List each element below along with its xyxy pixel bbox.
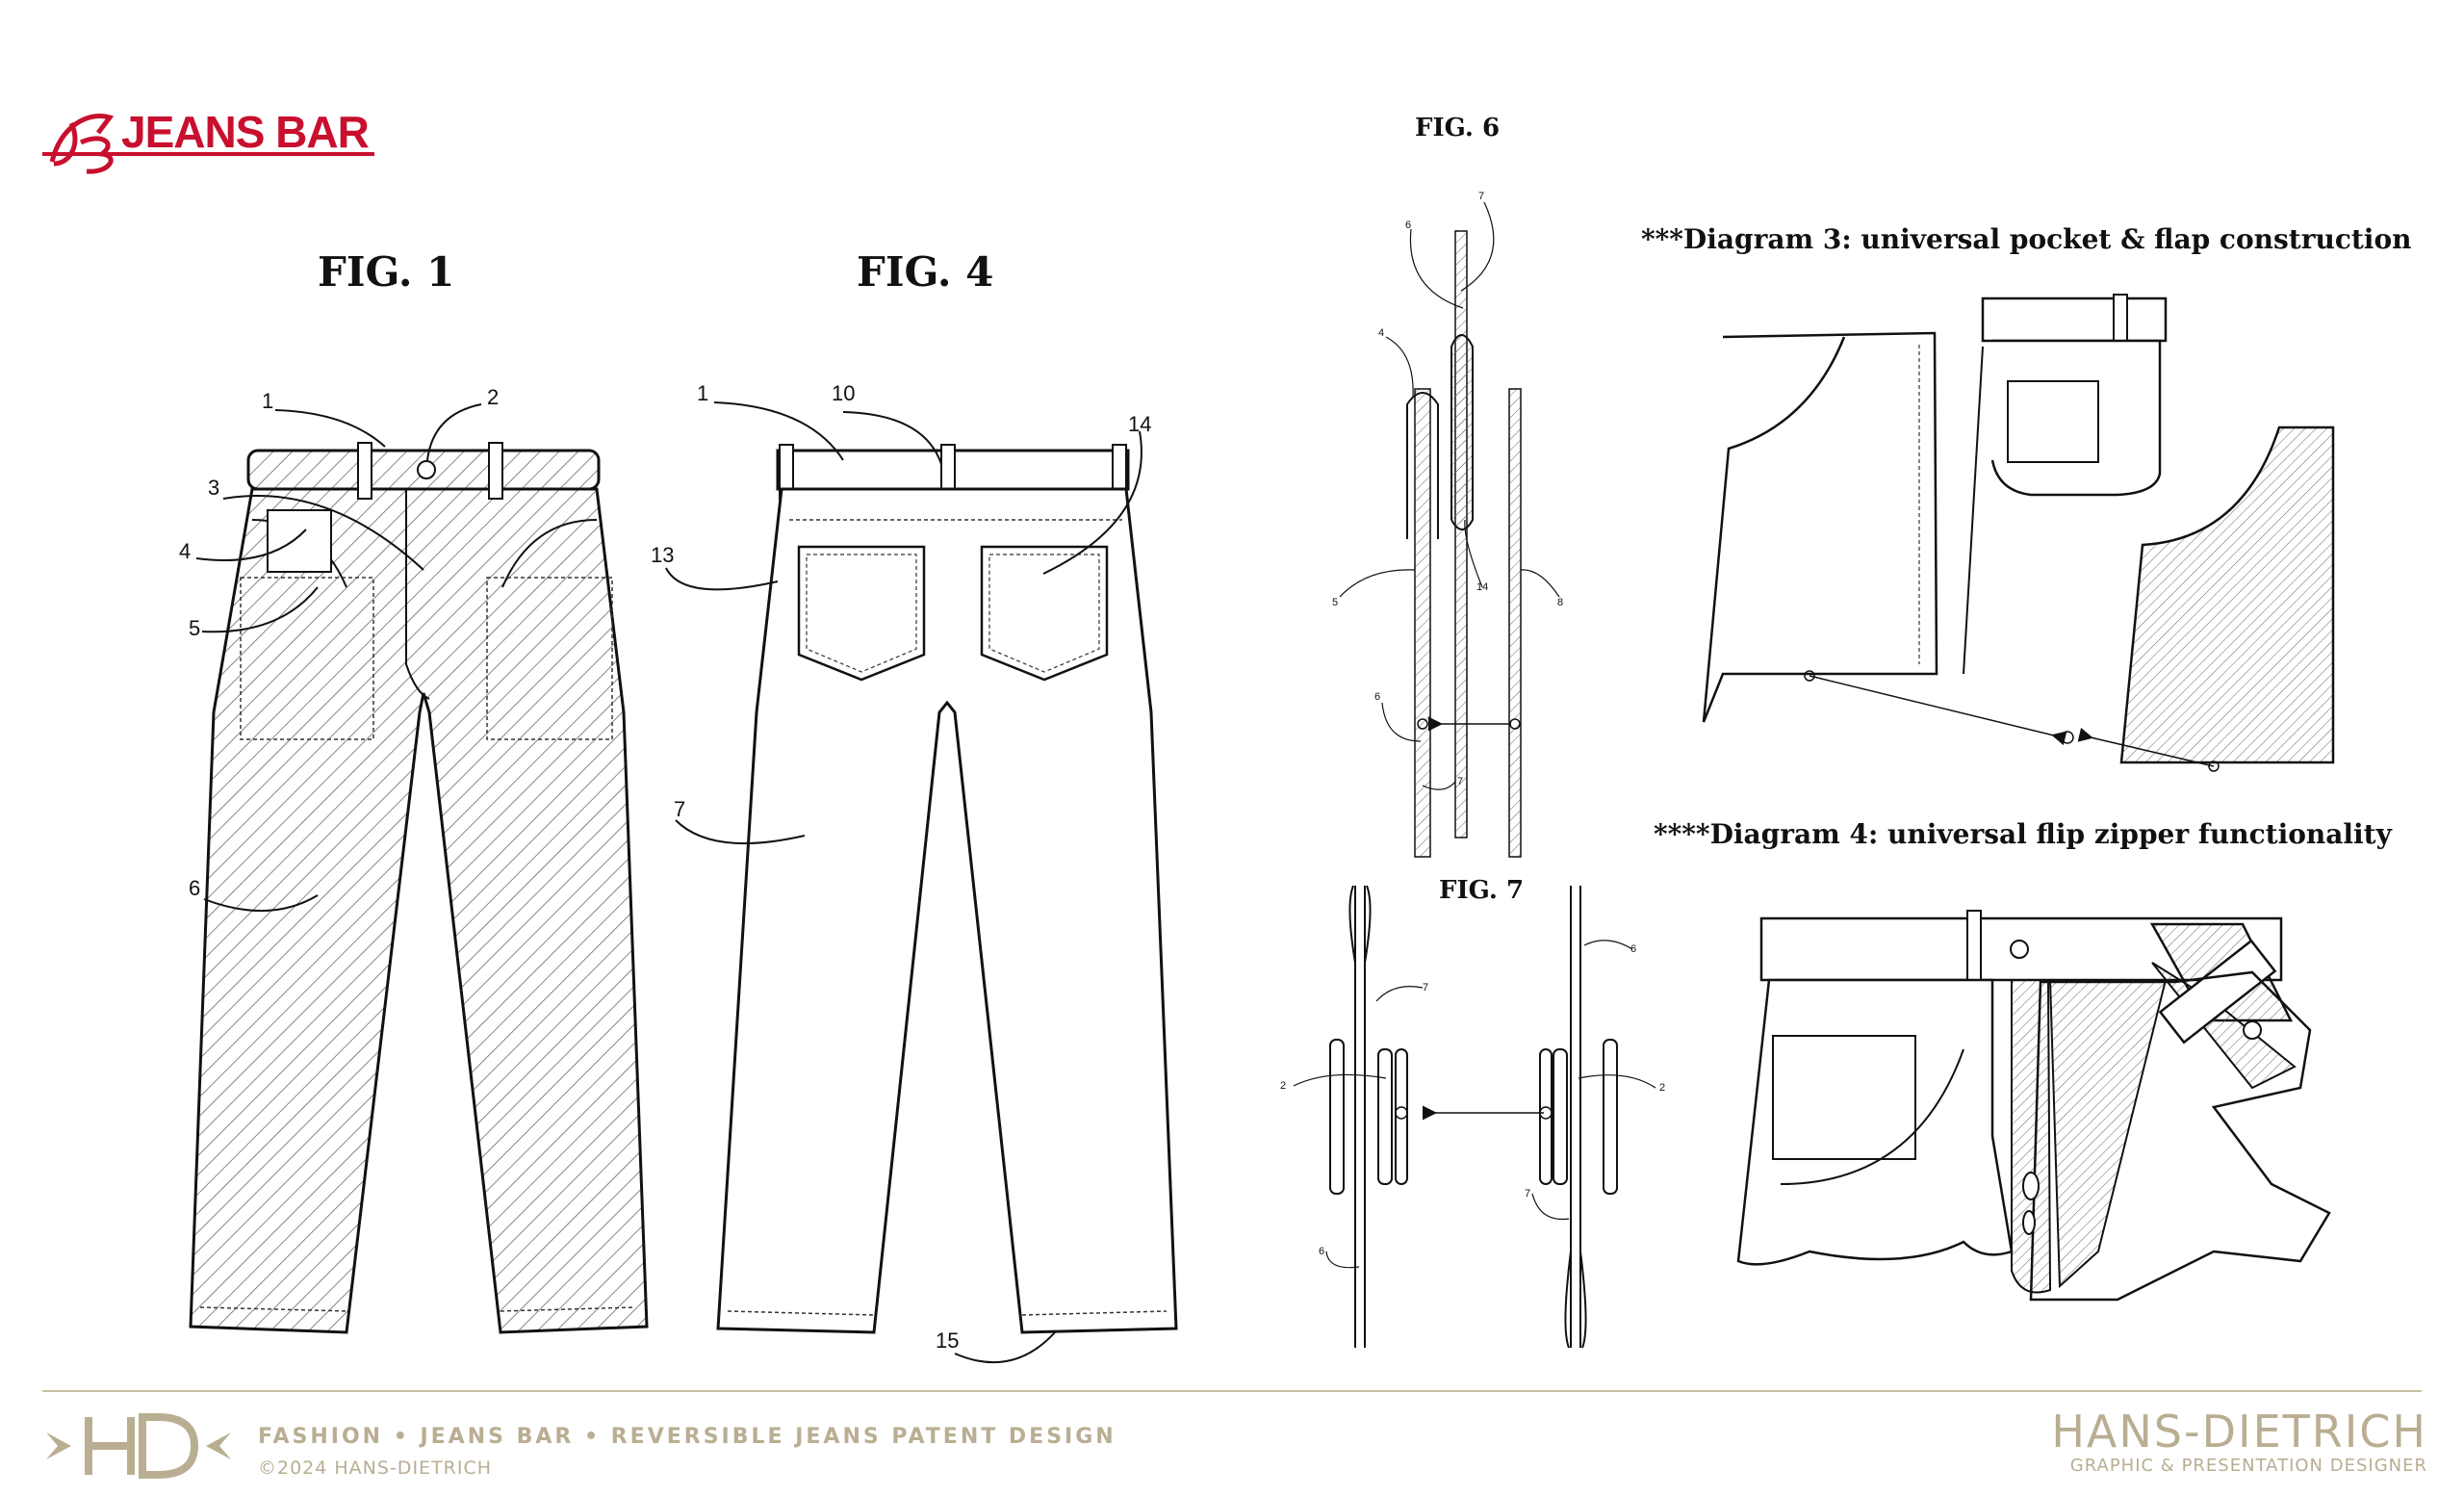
fig4-callout-1: 1 (697, 381, 709, 405)
fig1-title: FIG. 1 (318, 248, 455, 296)
footer-tagline: FASHION • JEANS BAR • REVERSIBLE JEANS P… (258, 1425, 1116, 1449)
designer-name: HANS-DIETRICH (2051, 1406, 2427, 1457)
fig4-callout-10: 10 (832, 381, 856, 405)
fig6-callout-14: 14 (1476, 581, 1489, 593)
fig7-title: FIG. 7 (1439, 876, 1525, 905)
fig6-callout-8: 8 (1557, 597, 1564, 608)
fig4-callout-14: 14 (1128, 412, 1152, 436)
fig6-callout-4: 4 (1378, 327, 1385, 339)
footer-divider (42, 1390, 2422, 1392)
designer-title: GRAPHIC & PRESENTATION DESIGNER (2069, 1456, 2427, 1476)
fig6-callout-5: 5 (1332, 597, 1339, 608)
fig7-callout-2b: 2 (1659, 1082, 1666, 1094)
fig1-callout-3: 3 (208, 476, 220, 500)
hd-logo-icon (46, 1413, 231, 1479)
fig7-callout-6b: 6 (1319, 1246, 1325, 1257)
fig4-title: FIG. 4 (857, 248, 994, 296)
fig1-callout-1: 1 (262, 389, 274, 413)
fig6-callout-6b: 6 (1374, 691, 1381, 703)
fig7-zipper-section (1293, 885, 1656, 1349)
fig1-callout-4: 4 (179, 539, 192, 563)
fig6-callout-7a: 7 (1478, 191, 1485, 202)
fig6-callout-7b: 7 (1457, 776, 1464, 787)
fig6-title: FIG. 6 (1415, 114, 1501, 142)
fig6-callout-6a: 6 (1405, 219, 1412, 231)
fig4-jeans-back (665, 401, 1178, 1364)
fig1-callout-6: 6 (189, 876, 201, 900)
fig7-callout-2a: 2 (1280, 1080, 1287, 1092)
fig7-callout-7b: 7 (1525, 1188, 1531, 1199)
jeans-bar-logo: JEANS BAR (42, 104, 389, 181)
brand-underline (42, 152, 374, 156)
fig1-callout-5: 5 (189, 616, 201, 640)
footer-copyright: ©2024 HANS-DIETRICH (258, 1457, 493, 1479)
brand-name: JEANS BAR (121, 107, 370, 157)
diagram4-flip-zipper (1736, 910, 2331, 1302)
diagram3-title: ***Diagram 3: universal pocket & flap co… (1641, 223, 2412, 255)
fig4-callout-7: 7 (674, 797, 686, 821)
fig7-callout-6a: 6 (1630, 943, 1637, 955)
diagram3-pocket-flap (1702, 294, 2335, 772)
fig1-jeans-front (189, 403, 649, 1334)
diagram4-title: ****Diagram 4: universal flip zipper fun… (1654, 818, 2392, 850)
fig6-section (1339, 201, 1560, 858)
fig1-callout-2: 2 (487, 385, 500, 409)
fig4-callout-15: 15 (936, 1328, 960, 1353)
fig4-callout-13: 13 (651, 543, 675, 567)
fig7-callout-7a: 7 (1423, 982, 1429, 993)
